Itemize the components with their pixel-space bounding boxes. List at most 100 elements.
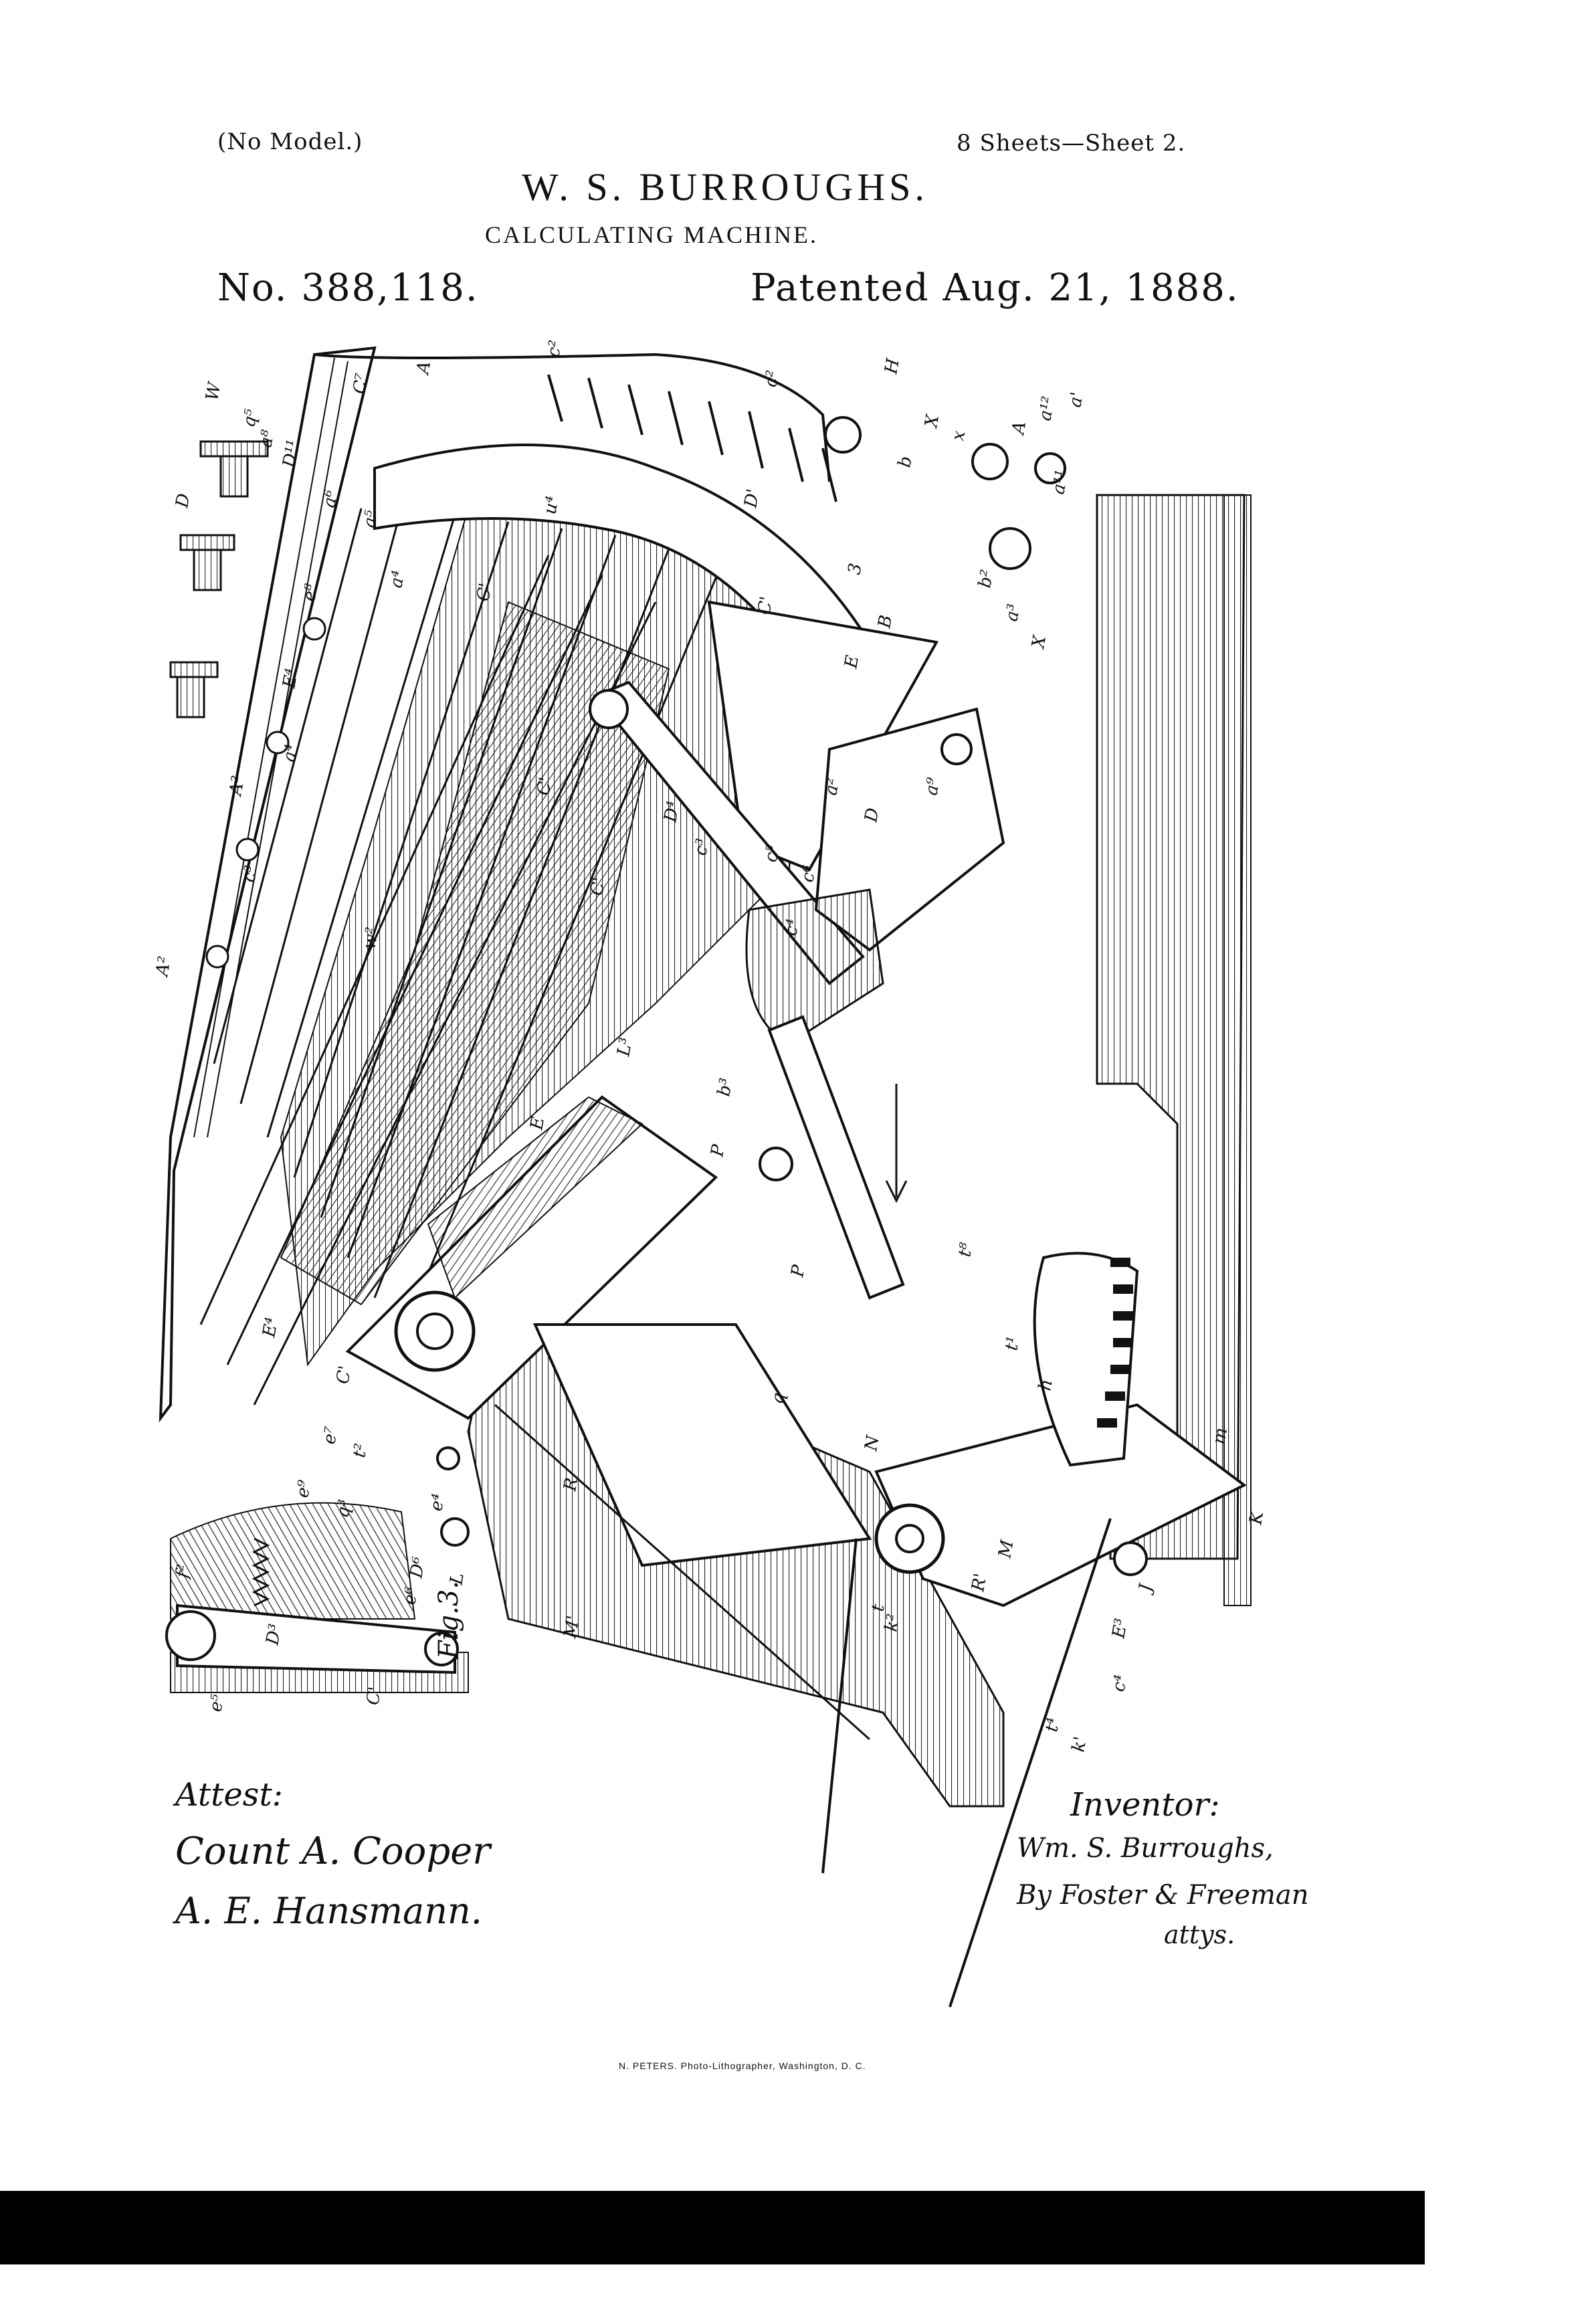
reference-letter: D (861, 806, 883, 824)
reference-letter: C' (332, 1364, 355, 1385)
reference-letter: P (707, 1143, 729, 1159)
reference-letter: D' (740, 487, 764, 510)
reference-letter: a⁴ (279, 743, 302, 763)
reference-letter: E (526, 1115, 549, 1132)
reference-letter: E⁴ (259, 1316, 282, 1339)
reference-letter: R' (968, 1572, 991, 1594)
reference-letter: a³ (1001, 602, 1024, 623)
reference-letter: c⁶ (797, 864, 820, 884)
reference-letter: a⁵ (359, 508, 382, 529)
reference-letter: L (446, 1571, 468, 1587)
reference-letter: a' (1065, 391, 1087, 409)
reference-letter: a¹² (1035, 395, 1059, 422)
reference-letter: a² (821, 776, 843, 797)
reference-letter: A² (152, 955, 175, 979)
reference-letter: c³ (239, 864, 262, 884)
inventor-name-header: W. S. BURROUGHS. (522, 165, 928, 209)
reference-letter: C' (363, 1685, 385, 1707)
reference-letter: t⁸ (955, 1241, 977, 1258)
attorneys-signature: By Foster & Freeman (1017, 1880, 1309, 1911)
reference-letter: k' (1068, 1735, 1091, 1753)
attorneys-label: attys. (1164, 1920, 1235, 1949)
reference-letter: t² (349, 1442, 371, 1459)
key-board-plate (159, 346, 837, 1423)
reference-letter: q⁵ (239, 407, 262, 429)
reference-letter: W (202, 379, 225, 402)
reference-letter: e⁸ (299, 582, 322, 603)
reference-letter: a⁸ (256, 428, 278, 449)
reference-letter: D (172, 492, 194, 510)
patent-title: CALCULATING MACHINE. (485, 221, 818, 248)
reference-letter: b (894, 455, 916, 470)
reference-letter: D³ (262, 1622, 286, 1647)
reference-letter: A' (413, 355, 435, 377)
reference-letter: w² (359, 926, 383, 951)
reference-letter: k² (881, 1612, 904, 1633)
reference-letter: P (787, 1263, 809, 1279)
figure-label: Fig.3. (433, 1580, 464, 1659)
reference-letter: a⁹ (921, 776, 944, 797)
reference-letter: a⁶ (319, 488, 342, 509)
witness-signature-1: Count A. Cooper (175, 1830, 491, 1873)
reference-letter: M (995, 1537, 1018, 1560)
key-levers (165, 416, 1247, 2008)
reference-letter: e⁴ (426, 1492, 449, 1513)
reference-letter: e⁵ (205, 1692, 228, 1713)
reference-letter: t⁴ (1041, 1716, 1064, 1733)
reference-letter: A (1008, 420, 1030, 438)
reference-letter: C⁷ (349, 372, 373, 396)
scan-border-bar (0, 2191, 1425, 2264)
reference-letter: e⁹ (292, 1478, 315, 1499)
patent-number: No. 388,118. (217, 266, 479, 310)
witness-signature-2: A. E. Hansmann. (175, 1890, 482, 1932)
printer-credit: N. PETERS. Photo-Lithographer, Washingto… (619, 2060, 866, 2071)
reference-letter: e⁶ (399, 1586, 422, 1607)
reference-letter: D⁴ (660, 799, 684, 824)
reference-letter: x (948, 429, 969, 442)
reference-letter: u⁴ (540, 494, 563, 516)
reference-letter: m (1209, 1426, 1231, 1446)
patent-date: Patented Aug. 21, 1888. (751, 266, 1239, 310)
reference-letter: C' (533, 775, 556, 797)
reference-letter: A² (225, 774, 249, 798)
reference-letter: B (874, 613, 896, 630)
frame-casing (170, 494, 1252, 1808)
reference-letter: c² (761, 369, 783, 389)
sheet-number: 8 Sheets—Sheet 2. (957, 130, 1186, 157)
reference-letter: h (1035, 1378, 1056, 1393)
reference-letter: e⁷ (319, 1425, 342, 1446)
reference-letter: D⁶ (406, 1555, 429, 1580)
reference-letter: N (861, 1433, 884, 1453)
reference-letter: C' (473, 581, 496, 603)
reference-letter: H (881, 356, 904, 376)
reference-letter: L³ (613, 1036, 637, 1058)
reference-letter: E⁴ (279, 667, 302, 690)
reference-letter: c⁴ (1108, 1673, 1131, 1693)
reference-letter: c³ (690, 837, 713, 857)
reference-letter: X (921, 412, 943, 430)
reference-letter: C' (754, 595, 777, 616)
reference-letter: 3 (844, 562, 866, 577)
inventor-signature: Wm. S. Burroughs, (1017, 1833, 1274, 1864)
reference-letter: c⁵ (761, 844, 783, 864)
reference-letter: b² (975, 568, 997, 589)
reference-letter: a⁴ (386, 569, 409, 589)
reference-letter: a¹¹ (1048, 468, 1072, 496)
reference-letter: M' (560, 1614, 584, 1640)
reference-letter: J (1134, 1581, 1156, 1596)
reference-letter: t¹ (1001, 1335, 1023, 1352)
reference-letter: b³ (714, 1076, 736, 1098)
no-model-note: (No Model.) (217, 128, 363, 155)
reference-letter: X (1028, 633, 1050, 651)
reference-letter: E³ (1108, 1617, 1132, 1640)
attest-label: Attest: (175, 1776, 283, 1814)
reference-letter: q³ (332, 1498, 355, 1519)
reference-letter: q (767, 1391, 789, 1406)
reference-letter: c⁴ (781, 917, 803, 937)
reference-letter: C' (587, 876, 609, 897)
reference-letter: D¹¹ (279, 438, 304, 470)
inventor-label: Inventor: (1070, 1786, 1220, 1824)
reference-letter: c² (543, 338, 566, 359)
